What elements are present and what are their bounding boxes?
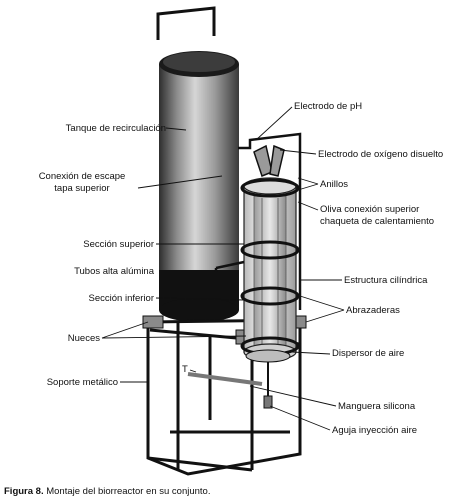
figure-caption-text: Montaje del biorreactor en su conjunto. <box>43 486 211 497</box>
figure-caption-prefix: Figura 8. <box>4 486 44 497</box>
label-cylindrical-structure: Estructura cilíndrica <box>344 275 428 286</box>
label-ph-electrode: Electrodo de pH <box>294 101 363 112</box>
air-disperser <box>245 349 291 409</box>
reactor-column <box>243 177 297 361</box>
label-air-injection-needle: Aguja inyección aire <box>332 425 418 436</box>
label-recirculation-tank: Tanque de recirculación <box>65 123 166 134</box>
label-nuts: Nueces <box>67 333 100 344</box>
label-lower-section: Sección inferior <box>88 293 154 304</box>
silicone-hose <box>187 372 263 386</box>
recirculation-tank <box>159 51 239 322</box>
label-rings: Anillos <box>320 179 348 190</box>
label-upper-olive-connection-line1: Oliva conexión superior <box>320 204 420 215</box>
tank-handle <box>156 6 216 40</box>
label-metal-support: Soporte metálico <box>46 377 118 388</box>
label-clamps: Abrazaderas <box>346 305 400 316</box>
label-silicone-hose: Manguera silicona <box>338 401 416 412</box>
rings <box>240 178 300 356</box>
metal-support-frame <box>146 318 302 476</box>
label-high-alumina-tubes: Tubos alta alúmina <box>74 266 154 277</box>
connection-pipes <box>214 132 302 310</box>
label-upper-olive-connection-line2: chaqueta de calentamiento <box>320 216 435 227</box>
label-t: T <box>182 364 188 375</box>
leader-lines <box>101 106 345 431</box>
label-exhaust-connection-line2: tapa superior <box>54 183 110 194</box>
label-exhaust-connection-line1: Conexión de escape <box>38 171 126 182</box>
electrodes <box>253 144 285 177</box>
figure-caption: Figura 8. Montaje del biorreactor en su … <box>4 486 210 497</box>
label-upper-section: Sección superior <box>83 239 154 250</box>
label-dissolved-oxygen-electrode: Electrodo de oxígeno disuelto <box>318 149 444 160</box>
label-air-disperser: Dispersor de aire <box>332 348 405 359</box>
